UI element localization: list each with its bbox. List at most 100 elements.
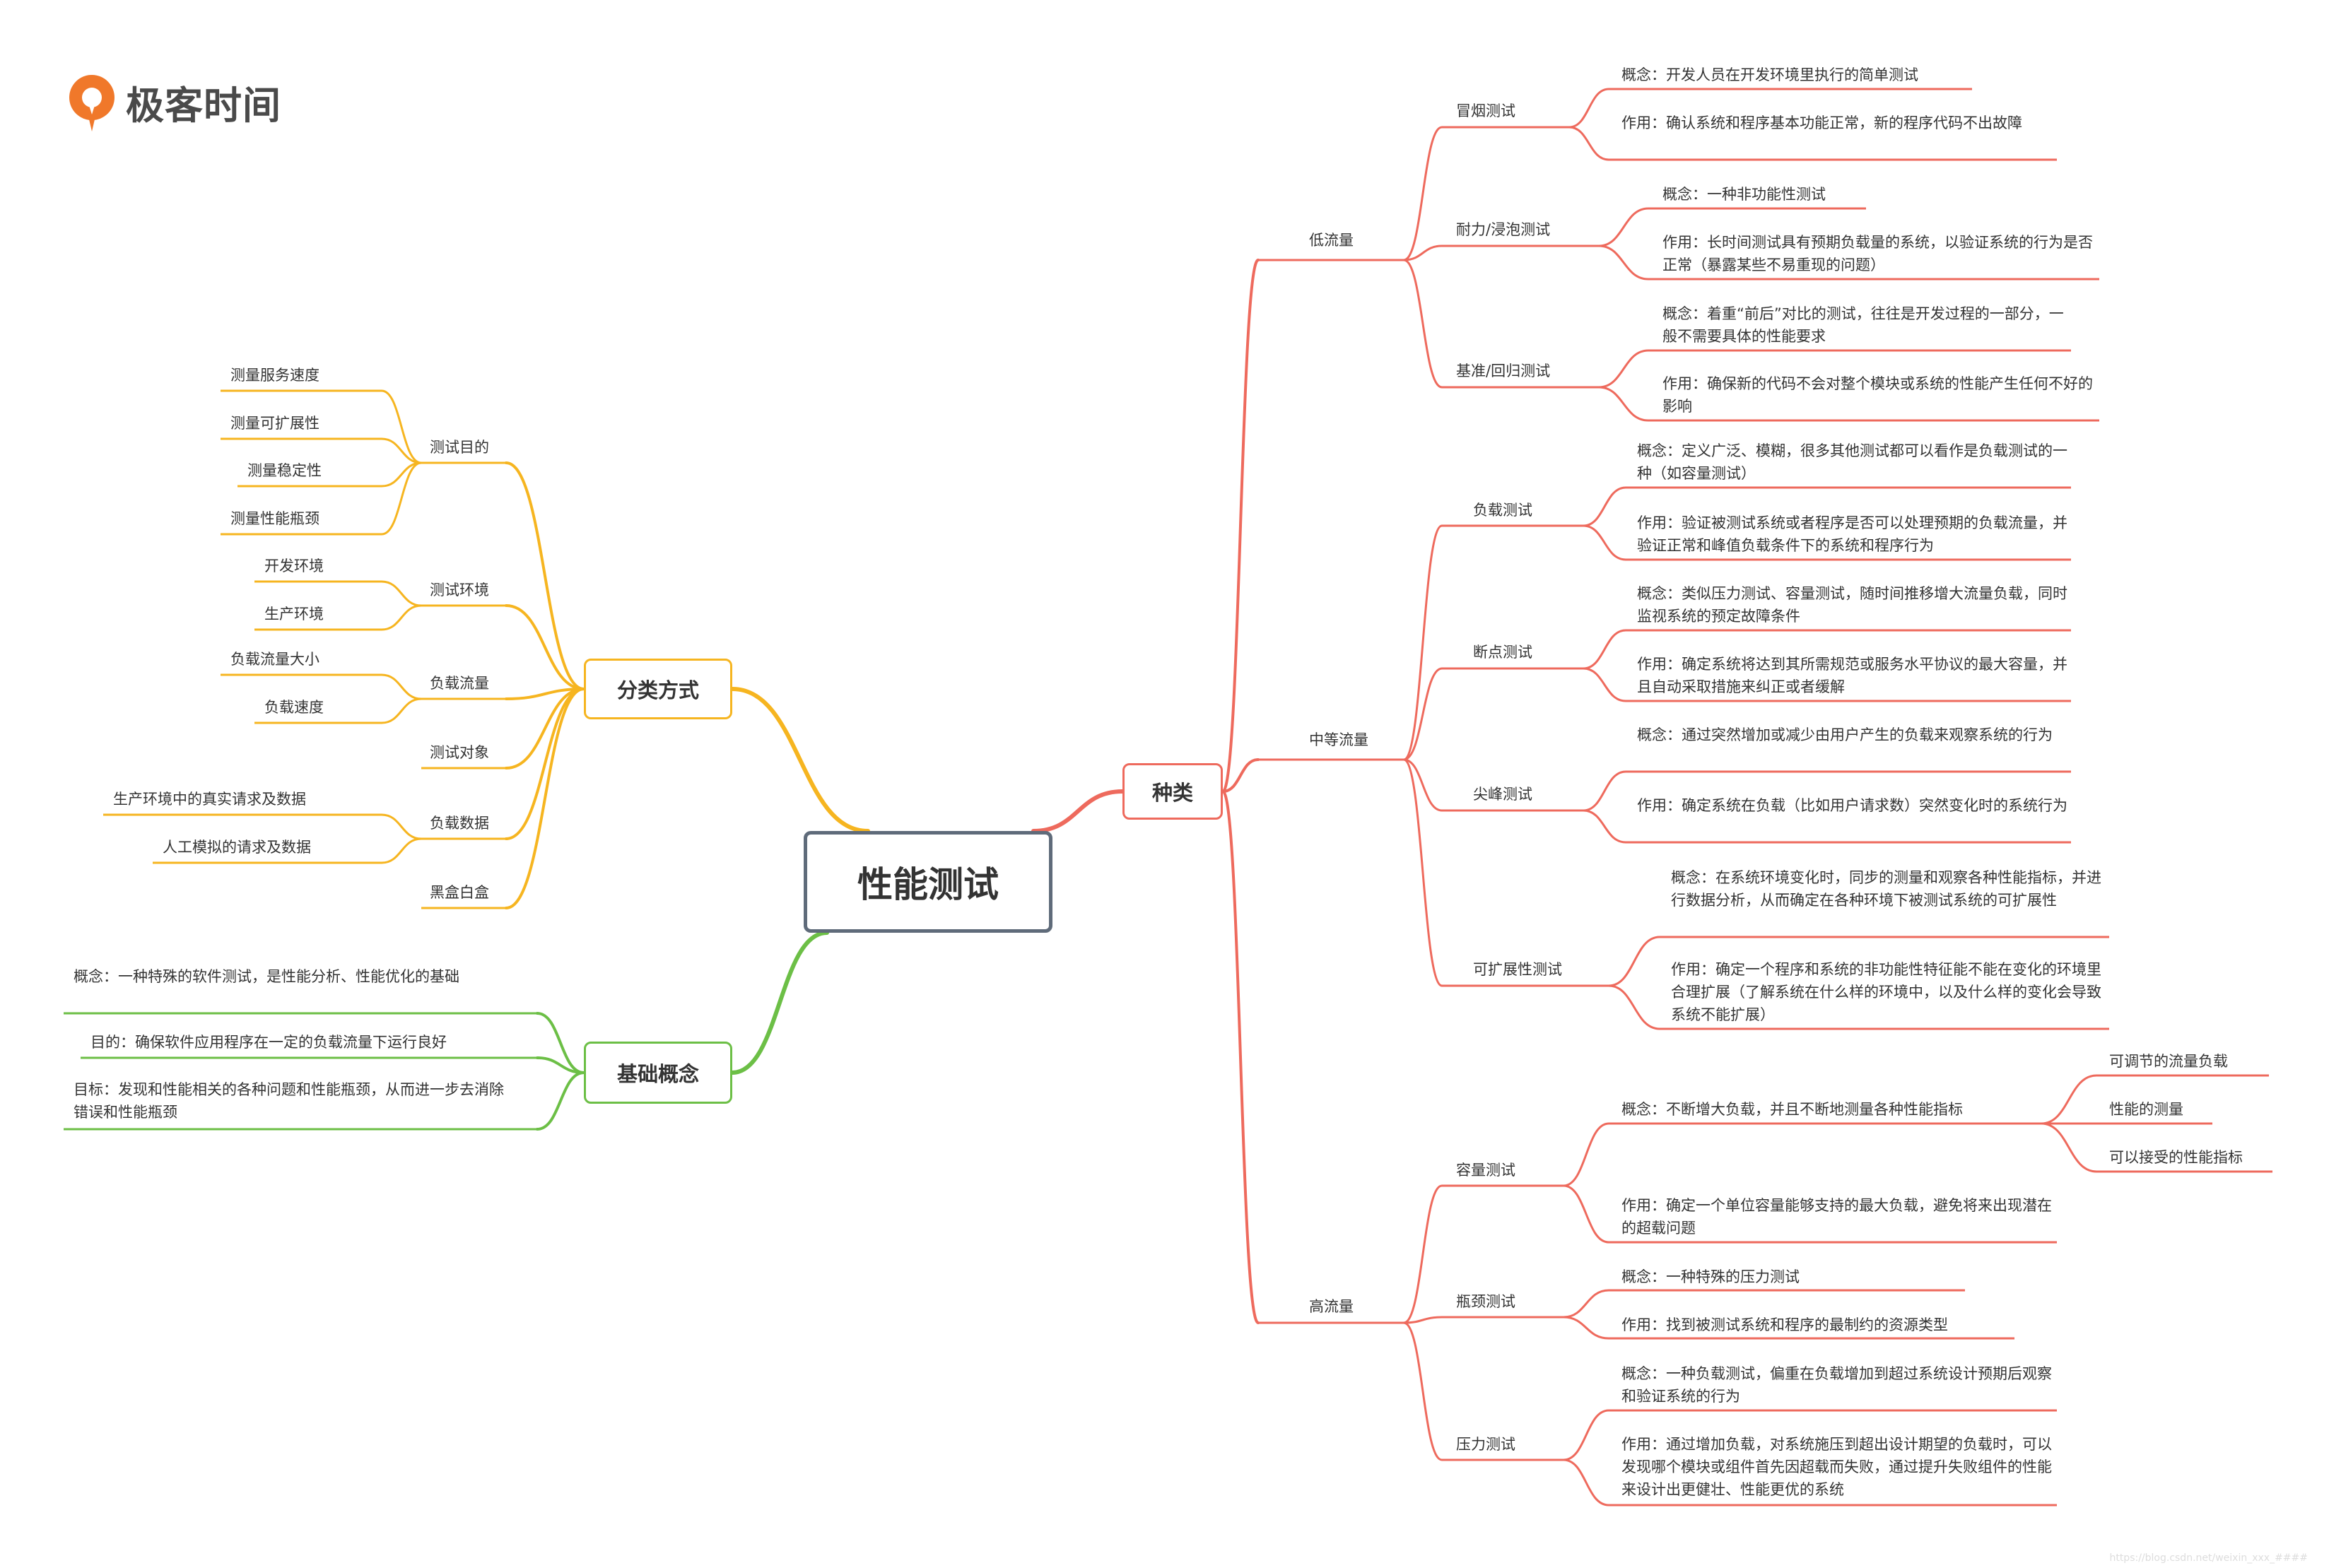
classify-to-data-link (505, 688, 585, 840)
env-item: 开发环境 (264, 558, 324, 574)
capacity-concept-link (1562, 1122, 1610, 1187)
spike-purpose-link (1582, 809, 1627, 844)
capacity-sub-2: 性能的测量 (2109, 1101, 2183, 1118)
basics-concept-link (536, 1012, 585, 1074)
classify-to-object-link (505, 688, 585, 770)
spike-link (1402, 758, 1443, 812)
goal-3-link (380, 461, 423, 488)
brand-name: 极客时间 (126, 83, 281, 128)
baseline-purpose: 作用：确保新的代码不会对整个模块或系统的性能产生任何不好的影响 (1662, 375, 2093, 415)
classify-data-node[interactable]: 负载数据 (430, 815, 489, 832)
stress-purpose-link (1562, 1458, 1610, 1507)
high-traffic-node[interactable]: 高流量 (1309, 1298, 1354, 1315)
capacity-sub-1-link (2040, 1074, 2098, 1125)
smoke-concept: 概念：开发人员在开发环境里执行的简单测试 (1621, 66, 1918, 83)
classify-box-node[interactable]: 黑盒白盒 (430, 884, 489, 901)
classify-object-node[interactable]: 测试对象 (430, 744, 489, 761)
endurance-purpose: 作用：长时间测试具有预期负载量的系统，以验证系统的行为是否正常（暴露某些不易重现… (1662, 234, 2093, 273)
load-purpose-link (1582, 524, 1627, 561)
bottleneck-test-node[interactable]: 瓶颈测试 (1456, 1293, 1515, 1310)
breakpoint-link (1402, 667, 1443, 761)
bottleneck-link (1402, 1316, 1443, 1324)
basics-aim-link (536, 1056, 585, 1074)
data-1-link (380, 813, 423, 840)
kinds-to-mid-link (1221, 758, 1260, 793)
spike-concept-link (1582, 770, 1627, 812)
endurance-concept: 概念：一种非功能性测试 (1662, 186, 1826, 203)
stress-concept: 概念：一种负载测试，偏重在负载增加到超过系统设计预期后观察和验证系统的行为 (1621, 1365, 2052, 1405)
capacity-purpose-link (1562, 1184, 1610, 1244)
root-to-basics-link (730, 931, 829, 1075)
goal-item: 测量可扩展性 (230, 415, 319, 432)
kinds-to-low-link (1221, 259, 1260, 793)
endurance-concept-link (1597, 207, 1650, 247)
classify-node[interactable]: 分类方式 (584, 659, 732, 719)
load-concept: 概念：定义广泛、模糊，很多其他测试都可以看作是负载测试的一种（如容量测试） (1637, 442, 2067, 482)
goal-2-link (380, 437, 423, 464)
endurance-test-node[interactable]: 耐力/浸泡测试 (1456, 221, 1551, 238)
bottleneck-purpose: 作用：找到被测试系统和程序的最制约的资源类型 (1621, 1316, 1948, 1333)
scalability-purpose-link (1607, 984, 1661, 1030)
classify-env-node[interactable]: 测试环境 (430, 582, 489, 599)
load-item: 负载速度 (264, 699, 324, 716)
smoke-purpose-link (1568, 126, 1610, 161)
scalability-purpose: 作用：确定一个程序和系统的非功能性特征能不能在变化的环境里合理扩展（了解系统在什… (1671, 961, 2101, 1023)
mid-traffic-node[interactable]: 中等流量 (1309, 731, 1368, 748)
breakpoint-concept: 概念：类似压力测试、容量测试，随时间推移增大流量负载，同时监视系统的预定故障条件 (1637, 585, 2067, 625)
basics-aim: 目的：确保软件应用程序在一定的负载流量下运行良好 (90, 1034, 447, 1051)
basics-concept: 概念：一种特殊的软件测试，是性能分析、性能优化的基础 (74, 968, 459, 985)
classify-load-node[interactable]: 负载流量 (430, 675, 489, 692)
env-2-link (380, 604, 423, 631)
breakpoint-test-node[interactable]: 断点测试 (1473, 644, 1532, 661)
brand-logo: 极客时间 (65, 71, 281, 133)
spike-purpose: 作用：确定系统在负载（比如用户请求数）突然变化时的系统行为 (1637, 797, 2067, 814)
endurance-purpose-link (1597, 244, 1650, 281)
goal-1-link (380, 389, 423, 464)
env-item: 生产环境 (264, 606, 324, 623)
load-2-link (380, 697, 423, 724)
scalability-concept: 概念：在系统环境变化时，同步的测量和观察各种性能指标，并进行数据分析，从而确定在… (1671, 869, 2101, 909)
basics-node[interactable]: 基础概念 (584, 1042, 732, 1104)
capacity-link (1402, 1184, 1443, 1324)
load-link (1402, 524, 1443, 761)
geektime-logo-icon (69, 75, 115, 131)
smoke-purpose: 作用：确认系统和程序基本功能正常，新的程序代码不出故障 (1621, 114, 2022, 131)
smoke-test-node[interactable]: 冒烟测试 (1456, 102, 1515, 119)
baseline-concept-link (1597, 349, 1650, 389)
root-to-kinds-link (1031, 789, 1125, 833)
goal-4-link (380, 461, 423, 536)
capacity-sub-3: 可以接受的性能指标 (2109, 1149, 2243, 1166)
load-1-link (380, 673, 423, 700)
watermark: https://blog.csdn.net/weixin_xxx_#### (2109, 1552, 2308, 1564)
stress-concept-link (1562, 1409, 1610, 1461)
classify-to-load-link (505, 688, 585, 700)
stress-purpose: 作用：通过增加负载，对系统施压到超出设计期望的负载时，可以发现哪个模块或组件首先… (1621, 1436, 2052, 1498)
load-purpose: 作用：验证被测试系统或者程序是否可以处理预期的负载流量，并验证正常和峰值负载条件… (1637, 514, 2067, 554)
baseline-purpose-link (1597, 386, 1650, 422)
root-node[interactable]: 性能测试 (804, 831, 1052, 933)
goal-item: 测量稳定性 (247, 462, 322, 479)
kinds-node[interactable]: 种类 (1122, 763, 1223, 820)
goal-item: 测量性能瓶颈 (230, 510, 319, 527)
stress-test-node[interactable]: 压力测试 (1456, 1436, 1515, 1453)
scalability-link (1402, 758, 1443, 987)
capacity-concept: 概念：不断增大负载，并且不断地测量各种性能指标 (1621, 1101, 1963, 1118)
spike-test-node[interactable]: 尖峰测试 (1473, 786, 1532, 803)
root-to-classify-link (730, 687, 870, 833)
low-traffic-node[interactable]: 低流量 (1309, 232, 1354, 249)
data-2-link (380, 837, 423, 864)
bottleneck-concept-link (1562, 1289, 1610, 1319)
load-test-node[interactable]: 负载测试 (1473, 502, 1532, 519)
capacity-sub-3-link (2040, 1122, 2098, 1173)
scalability-test-node[interactable]: 可扩展性测试 (1473, 961, 1562, 978)
stress-link (1402, 1321, 1443, 1461)
capacity-test-node[interactable]: 容量测试 (1456, 1162, 1515, 1179)
bottleneck-purpose-link (1562, 1316, 1610, 1340)
env-1-link (380, 580, 423, 607)
breakpoint-concept-link (1582, 629, 1627, 670)
basics-target-link (536, 1071, 585, 1131)
baseline-test-node[interactable]: 基准/回归测试 (1456, 362, 1551, 379)
classify-goal-node[interactable]: 测试目的 (430, 439, 489, 456)
